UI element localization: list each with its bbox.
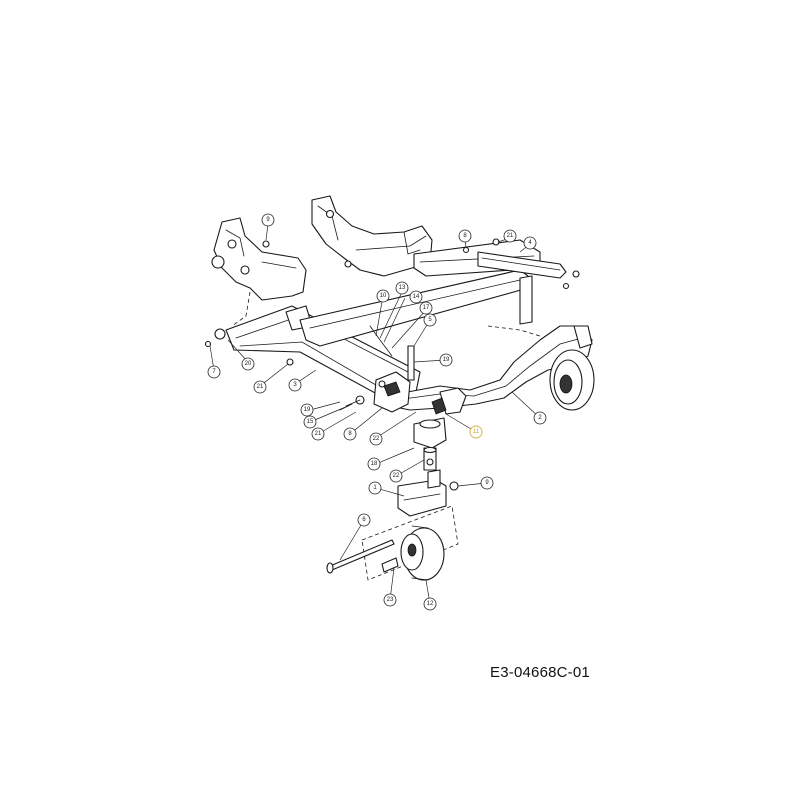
caster-pivot	[413, 397, 447, 471]
callout-18-lower: 18	[367, 457, 381, 471]
svg-text:8: 8	[463, 233, 467, 239]
callout-8-top: 8	[458, 229, 472, 243]
svg-text:10: 10	[380, 293, 387, 299]
callout-15: 15	[303, 415, 317, 429]
callout-2: 2	[533, 411, 547, 425]
callout-9-lower: 9	[480, 476, 494, 490]
drawing-code: E3-04668C-01	[490, 664, 590, 681]
spacer-23	[381, 557, 399, 573]
callout-9-top-left: 9	[261, 213, 275, 227]
callout-19-lower: 19	[300, 403, 314, 417]
callout-21-lower: 21	[311, 427, 325, 441]
left-swivel-bracket	[339, 371, 411, 413]
left-mounting-bracket	[211, 217, 307, 327]
callout-1: 1	[368, 481, 382, 495]
svg-text:4: 4	[528, 240, 532, 246]
svg-text:2: 2	[538, 415, 542, 421]
svg-text:23: 23	[387, 597, 394, 603]
svg-text:21: 21	[257, 384, 264, 390]
caster-wheel-12	[361, 505, 459, 581]
callout-10: 10	[376, 289, 390, 303]
svg-text:18: 18	[371, 461, 378, 467]
svg-text:11: 11	[473, 429, 480, 435]
callout-6: 6	[357, 513, 371, 527]
callout-14: 14	[409, 290, 423, 304]
svg-text:6: 6	[362, 517, 366, 523]
callout-20: 20	[241, 357, 255, 371]
callout-4: 4	[523, 236, 537, 250]
svg-text:19: 19	[443, 357, 450, 363]
svg-text:21: 21	[315, 431, 322, 437]
svg-text:17: 17	[423, 305, 430, 311]
callout-22-upper: 22	[369, 432, 383, 446]
hardware-nuts	[204, 238, 580, 466]
caster-axle-bolt-6	[326, 539, 395, 574]
callout-23: 23	[383, 593, 397, 607]
callout-3: 3	[288, 378, 302, 392]
svg-text:20: 20	[245, 361, 252, 367]
svg-text:1: 1	[373, 485, 377, 491]
right-rear-wheel	[549, 325, 595, 411]
svg-text:12: 12	[427, 601, 434, 607]
svg-text:5: 5	[428, 317, 432, 323]
callout-7: 7	[207, 365, 221, 379]
callout-11: 11	[469, 425, 483, 439]
rail-4	[477, 251, 567, 337]
callout-12: 12	[423, 597, 437, 611]
svg-text:21: 21	[507, 233, 514, 239]
svg-text:3: 3	[293, 382, 297, 388]
callout-21-left: 21	[253, 380, 267, 394]
right-mounting-bracket	[311, 195, 433, 277]
svg-text:7: 7	[212, 369, 216, 375]
caster-fork-1	[397, 469, 459, 517]
svg-text:22: 22	[393, 473, 400, 479]
svg-text:22: 22	[373, 436, 380, 442]
callout-22-lower: 22	[389, 469, 403, 483]
callout-21-top: 21	[503, 229, 517, 243]
callout-5: 5	[423, 313, 437, 327]
svg-text:15: 15	[307, 419, 314, 425]
svg-text:13: 13	[399, 285, 406, 291]
svg-text:8: 8	[348, 431, 352, 437]
callout-8-lower: 8	[343, 427, 357, 441]
svg-text:19: 19	[304, 407, 311, 413]
callout-13: 13	[395, 281, 409, 295]
svg-text:9: 9	[485, 480, 489, 486]
svg-text:14: 14	[413, 294, 420, 300]
callout-19-upper: 19	[439, 353, 453, 367]
callout-17: 17	[419, 301, 433, 315]
svg-text:9: 9	[266, 217, 270, 223]
pin-5	[369, 325, 415, 381]
